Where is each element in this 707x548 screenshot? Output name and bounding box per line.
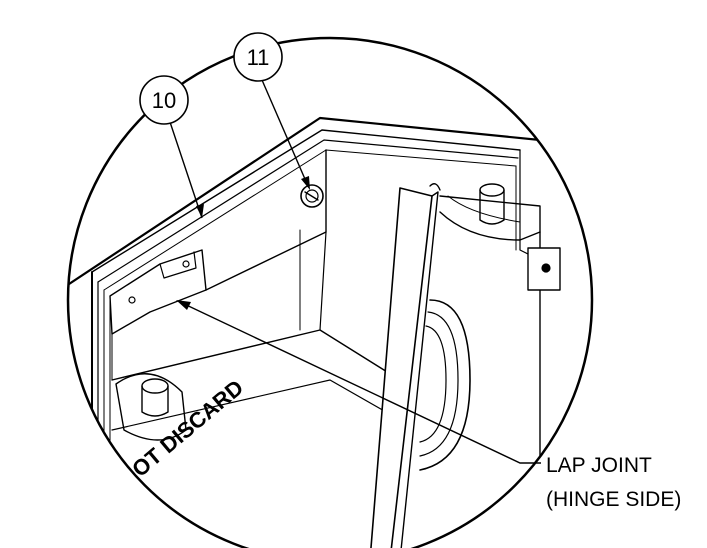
callout-11-number: 11 (247, 45, 270, 70)
lid-rim-inner (91, 129, 521, 273)
callout-10: 10 (139, 75, 189, 125)
annotation-line-1: LAP JOINT (546, 454, 652, 477)
leader-line-10 (169, 121, 203, 219)
plate-hole-2 (182, 260, 190, 268)
right-wall (439, 195, 541, 548)
gasket-ring (419, 299, 471, 471)
lap-joint-plate (109, 249, 207, 335)
leader-line-11 (261, 79, 309, 187)
lid-rim-inner-2 (97, 139, 519, 283)
enclosure-detail: OT DISCARD (68, 116, 561, 548)
leader-line-lap-joint (179, 301, 541, 464)
callout-11: 11 (233, 32, 283, 82)
callout-10-number: 10 (152, 88, 176, 113)
door-panel (369, 187, 433, 548)
annotation-line-2: (HINGE SIDE) (546, 488, 681, 511)
lid-rim-outer (68, 116, 542, 292)
back-wall (205, 149, 327, 291)
detail-circle-outline (66, 36, 594, 548)
plate-hole-1 (128, 296, 136, 304)
boss-top-right (439, 211, 541, 241)
